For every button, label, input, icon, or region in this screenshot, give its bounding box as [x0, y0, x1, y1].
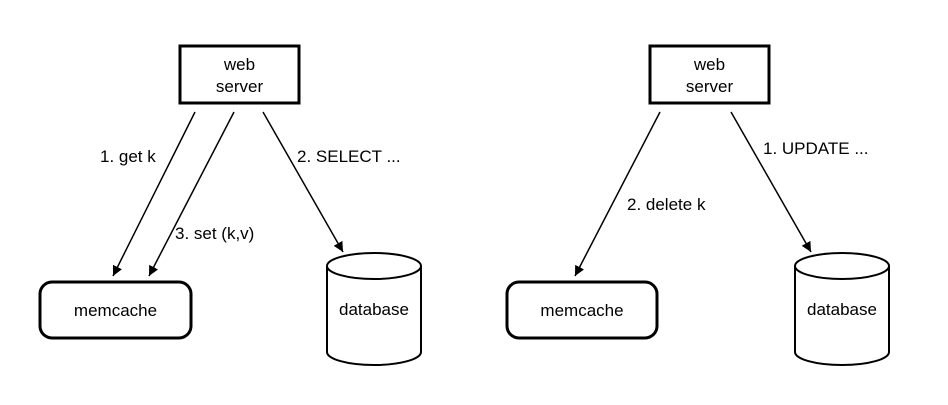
right-diagram: web server memcache database 1. UPDATE .…: [505, 44, 890, 366]
left-edge-select-label: 2. SELECT ...: [297, 147, 401, 166]
left-web-server-node: web server: [178, 44, 301, 105]
left-edge-select-arrow: [262, 111, 344, 253]
left-edge-set-label: 3. set (k,v): [175, 224, 254, 243]
right-database-node: database: [794, 252, 890, 366]
right-edge-delete-arrow: [574, 111, 661, 277]
right-web-server-label-line1: web: [693, 55, 725, 74]
left-memcache-node: memcache: [38, 280, 193, 340]
right-memcache-label: memcache: [540, 301, 623, 320]
right-memcache-node: memcache: [505, 280, 659, 340]
right-web-server-node: web server: [648, 44, 771, 105]
right-edge-delete-label: 2. delete k: [627, 195, 706, 214]
left-edge-set-arrow: [148, 111, 235, 277]
left-diagram: web server memcache database 1. get k 2.…: [38, 44, 422, 366]
left-database-label: database: [339, 300, 409, 319]
right-edge-update-label: 1. UPDATE ...: [763, 139, 869, 158]
left-edge-get-label: 1. get k: [100, 147, 156, 166]
left-database-node: database: [326, 252, 422, 366]
left-web-server-label-line2: server: [216, 77, 264, 96]
left-edge-get-arrow: [112, 111, 196, 277]
right-edge-update-arrow: [730, 111, 812, 253]
right-web-server-label-line2: server: [686, 77, 734, 96]
left-memcache-label: memcache: [74, 301, 157, 320]
right-database-label: database: [807, 300, 877, 319]
left-web-server-label-line1: web: [223, 55, 255, 74]
